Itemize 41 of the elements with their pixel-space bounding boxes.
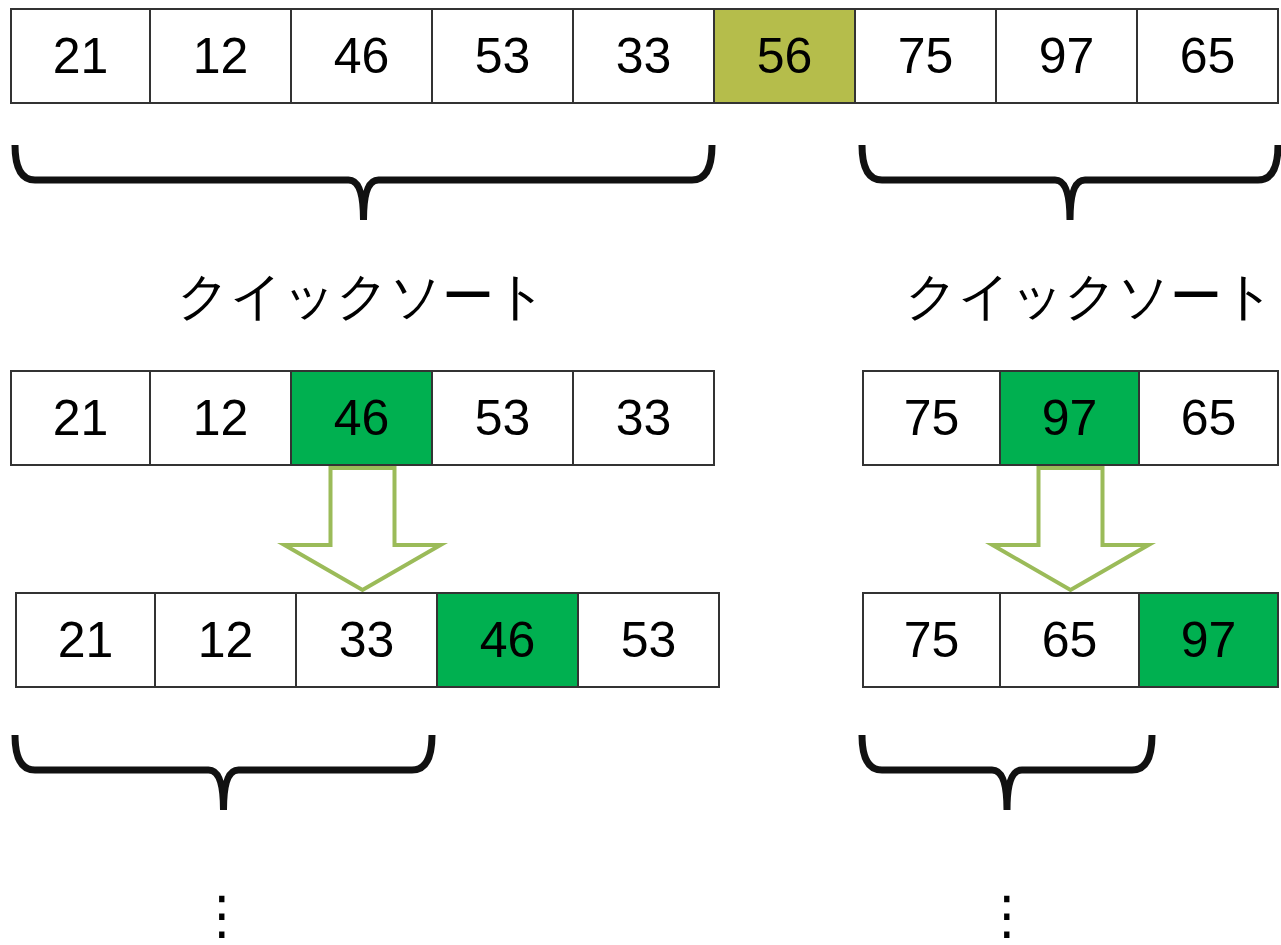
cell-value: 12 bbox=[192, 27, 249, 85]
array-row bbox=[10, 8, 1279, 104]
cell-value: 21 bbox=[52, 27, 109, 85]
cell-value: 97 bbox=[1041, 389, 1098, 447]
cell-value: 53 bbox=[620, 611, 677, 669]
cell-value: 65 bbox=[1179, 27, 1236, 85]
cell-value: 75 bbox=[897, 27, 954, 85]
cell-value: 75 bbox=[903, 611, 960, 669]
cell-value: 21 bbox=[57, 611, 114, 669]
cell-value: 46 bbox=[333, 389, 390, 447]
step-label: クイックソート bbox=[177, 265, 547, 328]
array-cell bbox=[292, 372, 433, 464]
array-cell bbox=[1001, 372, 1140, 464]
vertical-ellipsis: ⋮ bbox=[196, 885, 248, 945]
cell-value: 33 bbox=[615, 27, 672, 85]
cell-value: 46 bbox=[333, 27, 390, 85]
cell-value: 12 bbox=[197, 611, 254, 669]
cell-value: 46 bbox=[479, 611, 536, 669]
hollow-arrow bbox=[277, 466, 448, 593]
step-label: クイックソート bbox=[905, 265, 1275, 328]
array-row bbox=[15, 592, 720, 688]
array-row bbox=[10, 370, 715, 466]
cell-value: 65 bbox=[1180, 389, 1237, 447]
vertical-ellipsis: ⋮ bbox=[981, 885, 1033, 945]
cell-value: 75 bbox=[903, 389, 960, 447]
cell-value: 33 bbox=[615, 389, 672, 447]
cell-value: 53 bbox=[474, 389, 531, 447]
cell-value: 12 bbox=[192, 389, 249, 447]
cell-value: 97 bbox=[1180, 611, 1237, 669]
cell-value: 53 bbox=[474, 27, 531, 85]
cell-value: 65 bbox=[1041, 611, 1098, 669]
array-cell bbox=[438, 594, 579, 686]
cell-value: 97 bbox=[1038, 27, 1095, 85]
array-cell bbox=[715, 10, 856, 102]
cell-value: 56 bbox=[756, 27, 813, 85]
hollow-arrow bbox=[985, 466, 1156, 593]
array-row bbox=[862, 592, 1279, 688]
array-row bbox=[862, 370, 1279, 466]
cell-value: 33 bbox=[338, 611, 395, 669]
cell-value: 21 bbox=[52, 389, 109, 447]
array-cell bbox=[1140, 594, 1279, 686]
